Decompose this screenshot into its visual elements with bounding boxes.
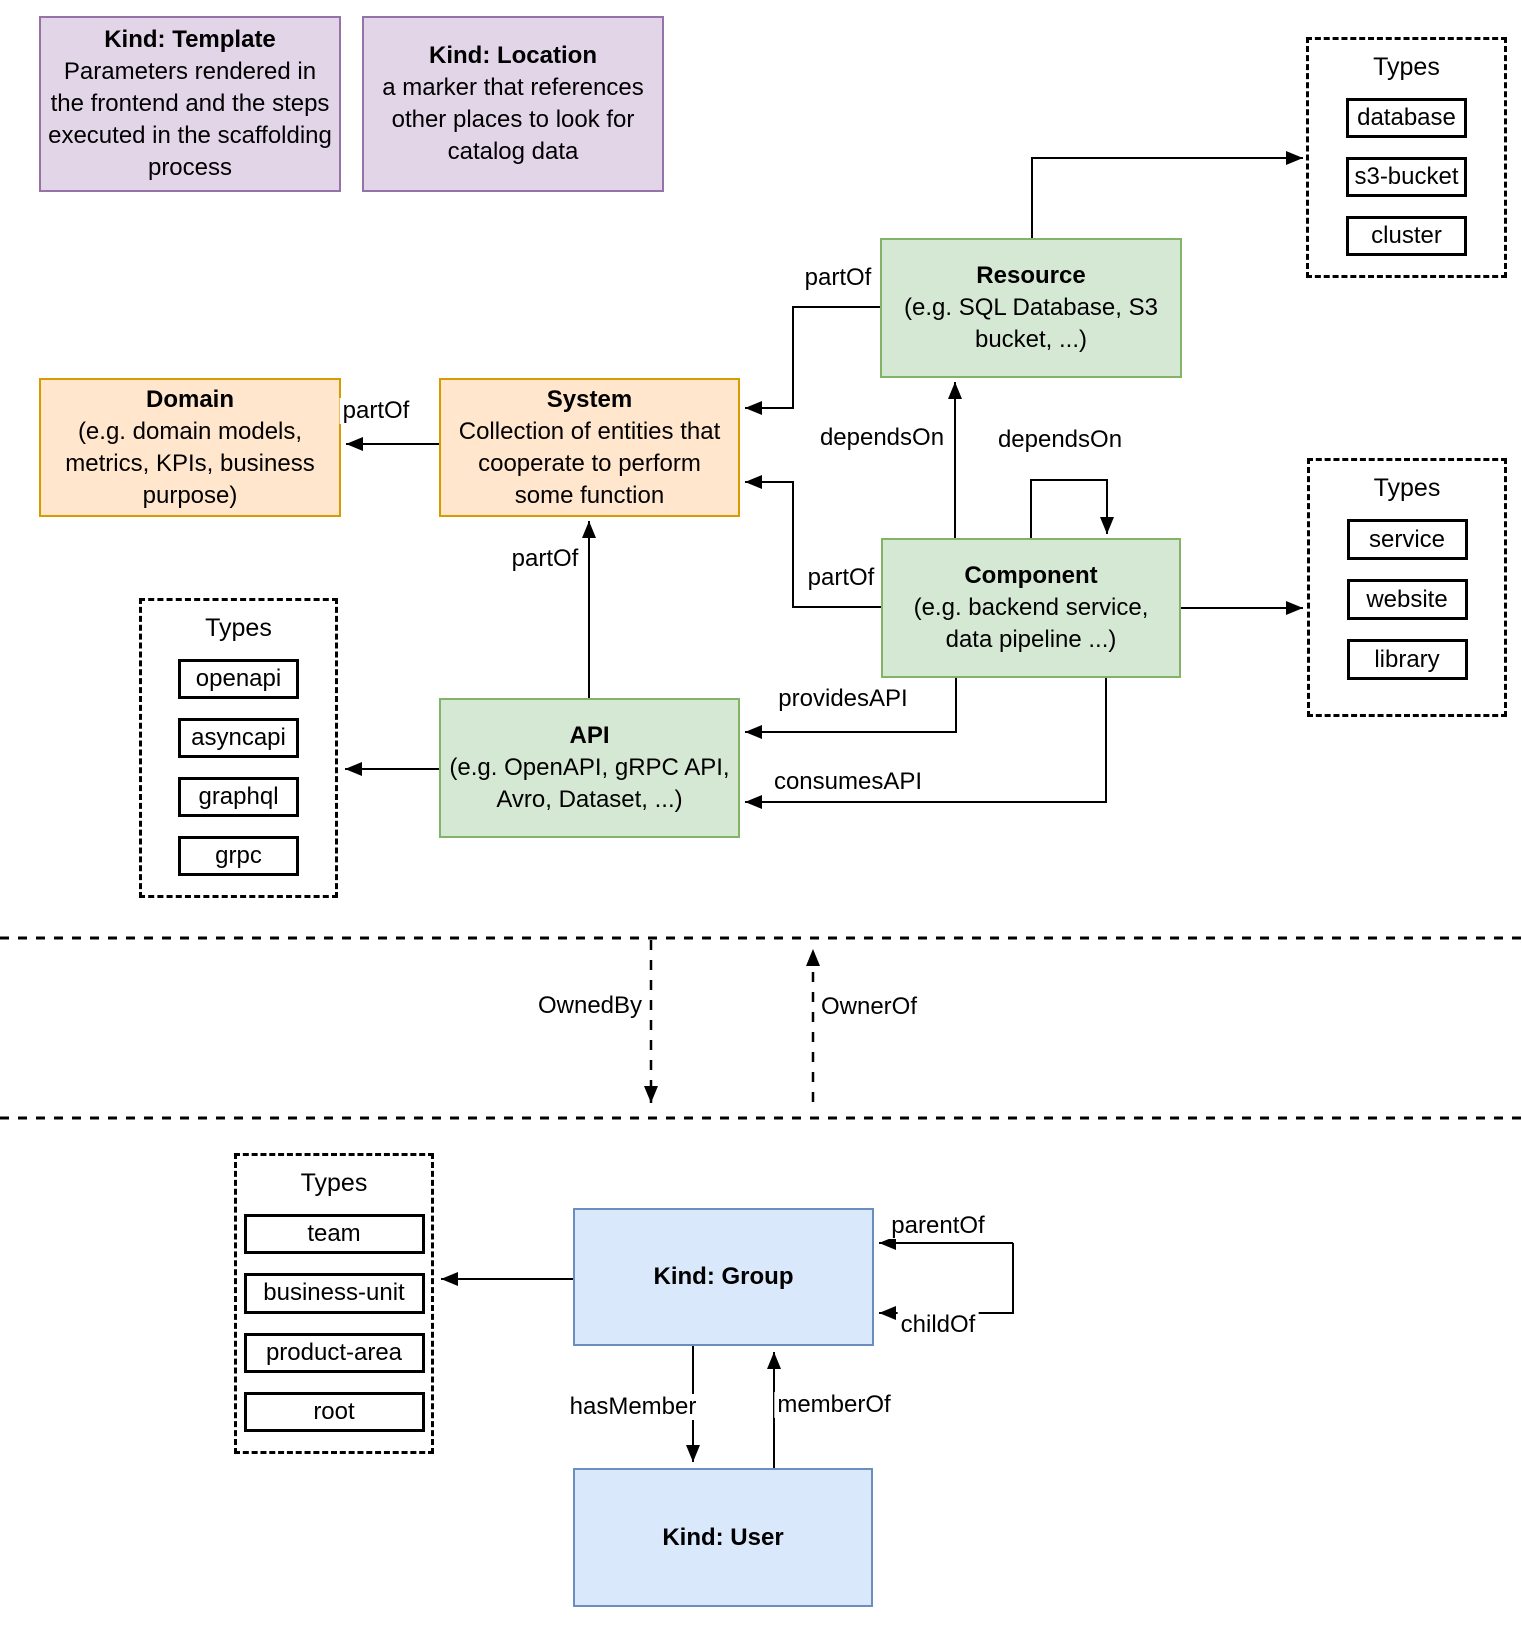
edge-label-partof-system-domain: partOf: [339, 398, 413, 424]
node-kind-group: Kind: Group: [573, 1208, 874, 1346]
type-item-database: database: [1346, 98, 1467, 138]
edge-label-dependson-component-resource: dependsOn: [816, 425, 948, 451]
edge-label-partof-resource-system: partOf: [801, 265, 875, 291]
type-item-graphql: graphql: [178, 777, 299, 817]
type-item-openapi: openapi: [178, 659, 299, 699]
node-resource: Resource (e.g. SQL Database, S3 bucket, …: [880, 238, 1182, 378]
panel-component-types: Types service website library: [1307, 458, 1507, 717]
edge-label-partof-component-system: partOf: [804, 565, 878, 591]
node-resource-title: Resource: [976, 262, 1086, 289]
node-kind-group-title: Kind: Group: [653, 1263, 794, 1290]
edge-label-ownerof: OwnerOf: [817, 994, 921, 1020]
node-component-title: Component: [964, 562, 1098, 589]
node-kind-template-title: Kind: Template: [104, 26, 276, 53]
node-api-title: API: [569, 722, 610, 749]
node-api: API (e.g. OpenAPI, gRPC API, Avro, Datas…: [439, 698, 740, 838]
type-item-grpc: grpc: [178, 836, 299, 876]
edge-label-parentof: parentOf: [888, 1213, 988, 1239]
edge-label-ownedby: OwnedBy: [534, 993, 646, 1019]
type-item-business-unit: business-unit: [243, 1273, 425, 1314]
edge-label-childof: childOf: [897, 1312, 979, 1338]
type-item-website: website: [1346, 579, 1468, 620]
panel-resource-types-title: Types: [1373, 53, 1440, 81]
panel-component-types-title: Types: [1373, 474, 1441, 502]
edge-childof: [879, 1243, 1014, 1320]
node-domain: Domain (e.g. domain models, metrics, KPI…: [39, 378, 341, 517]
type-item-product-area: product-area: [243, 1332, 425, 1373]
type-item-service: service: [1346, 519, 1468, 560]
panel-api-types-title: Types: [205, 614, 272, 642]
edge-label-dependson-component-component: dependsOn: [994, 427, 1126, 453]
type-item-library: library: [1346, 639, 1468, 680]
node-kind-location: Kind: Location a marker that references …: [362, 16, 664, 192]
node-kind-user: Kind: User: [573, 1468, 873, 1607]
node-domain-body: (e.g. domain models, metrics, KPIs, busi…: [65, 417, 315, 509]
node-kind-location-title: Kind: Location: [429, 42, 597, 69]
edge-label-memberof: memberOf: [774, 1392, 894, 1418]
node-kind-template: Kind: Template Parameters rendered in th…: [39, 16, 341, 192]
node-domain-title: Domain: [145, 385, 234, 413]
node-resource-body: (e.g. SQL Database, S3 bucket, ...): [904, 294, 1158, 353]
edge-label-providesapi: providesAPI: [775, 686, 911, 712]
type-item-cluster: cluster: [1346, 216, 1467, 256]
edge-label-consumesapi: consumesAPI: [770, 769, 926, 795]
panel-resource-types: Types database s3-bucket cluster: [1306, 37, 1507, 278]
node-api-body: (e.g. OpenAPI, gRPC API, Avro, Dataset, …: [449, 754, 730, 813]
type-item-team: team: [243, 1214, 425, 1255]
node-component: Component (e.g. backend service, data pi…: [881, 538, 1181, 678]
type-item-root: root: [243, 1391, 425, 1432]
panel-group-types: Types team business-unit product-area ro…: [234, 1153, 434, 1454]
node-system-body: Collection of entities that cooperate to…: [458, 417, 721, 509]
node-component-body: (e.g. backend service, data pipeline ...…: [913, 594, 1149, 653]
node-kind-template-body: Parameters rendered in the frontend and …: [48, 58, 332, 181]
edge-dependson-self-loop: [1030, 479, 1114, 538]
edge-resource-types: [1031, 151, 1303, 238]
type-item-asyncapi: asyncapi: [178, 718, 299, 758]
edge-label-hasmember: hasMember: [566, 1394, 700, 1420]
node-system: System Collection of entities that coope…: [439, 378, 740, 517]
node-kind-user-title: Kind: User: [662, 1523, 784, 1551]
node-kind-location-body: a marker that references other places to…: [382, 74, 644, 165]
type-item-s3-bucket: s3-bucket: [1346, 157, 1467, 197]
edge-partof-resource-system: [745, 306, 880, 415]
panel-group-types-title: Types: [300, 1169, 368, 1197]
panel-api-types: Types openapi asyncapi graphql grpc: [139, 598, 338, 898]
edge-label-partof-api-system: partOf: [508, 546, 582, 572]
node-system-title: System: [546, 385, 633, 413]
